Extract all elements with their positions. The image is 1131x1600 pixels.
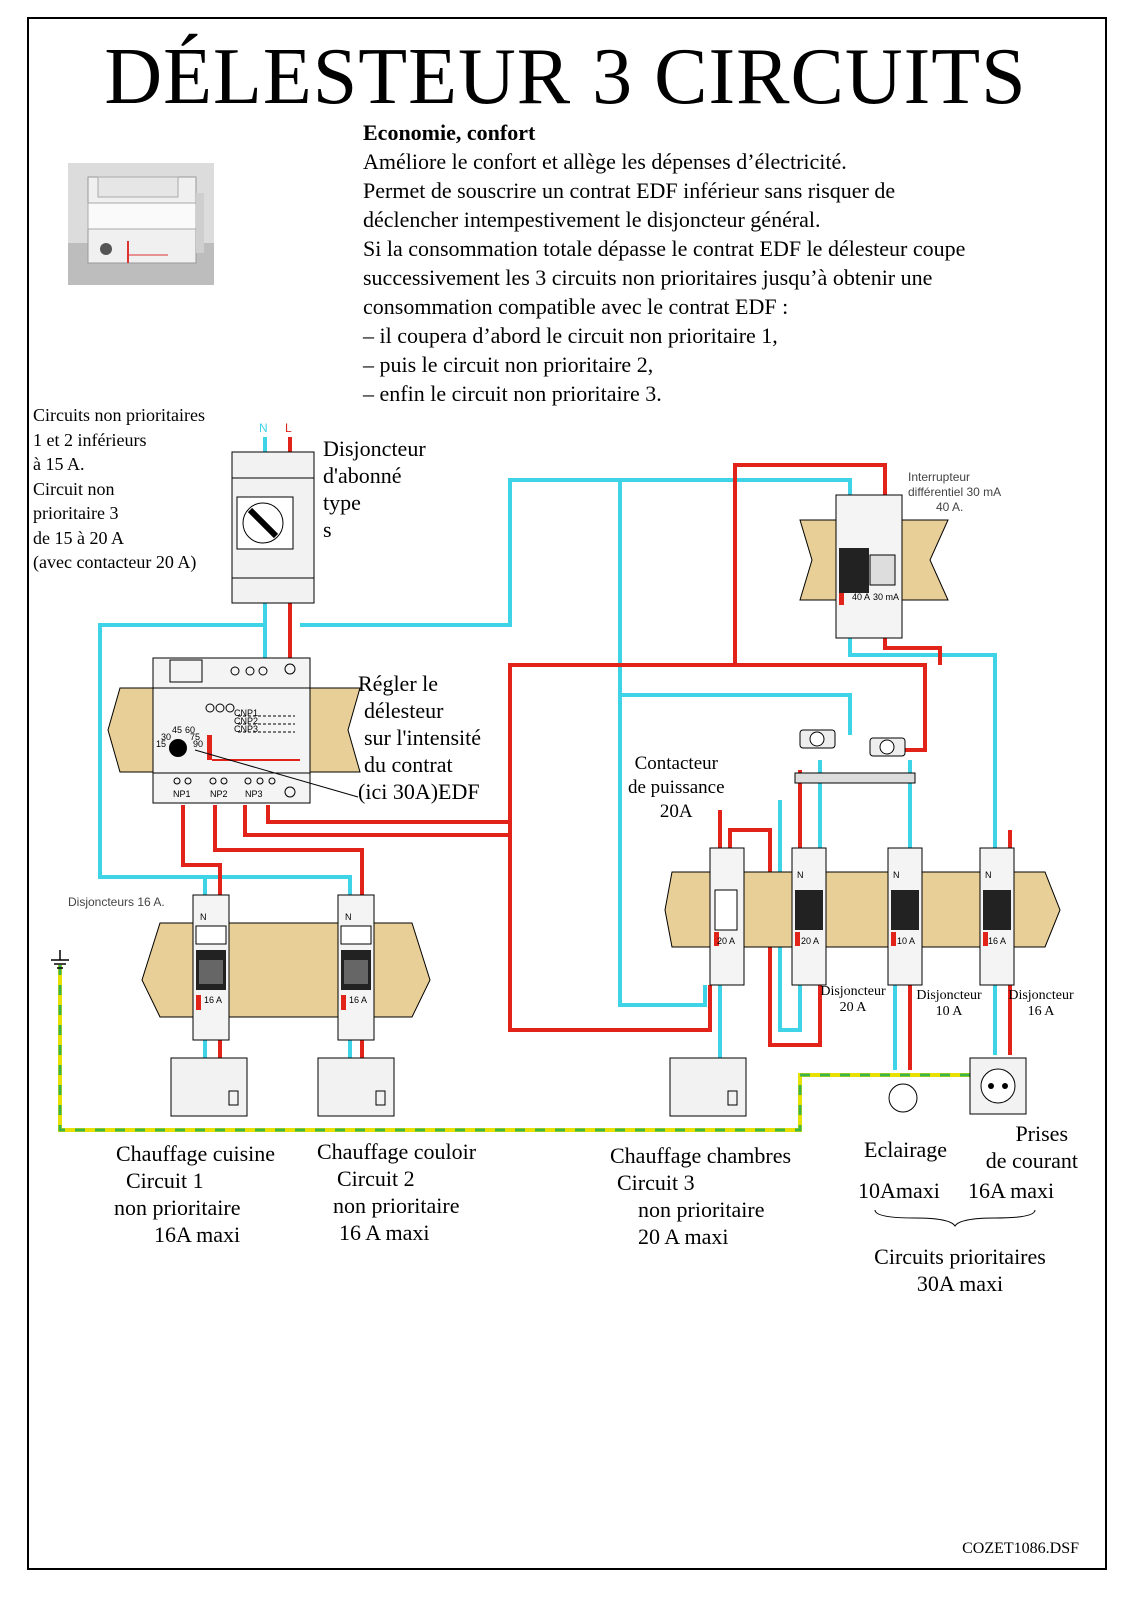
prises-caption: Prises de courant [985,1121,1078,1173]
lamp [888,1083,918,1113]
note-line: 1 et 2 inférieurs [33,429,147,450]
intro-line: déclencher intempestivement le disjoncte… [363,207,821,232]
adjust-label: Régler le délesteur sur l'intensité du c… [358,671,482,804]
note-line: Circuit non [33,478,115,499]
dial-mark: 60 [185,725,195,735]
main-breaker [231,451,315,604]
rating-label: 40 A [852,592,870,602]
breaker-10a-label: Disjoncteur 10 A [916,988,982,1019]
circuit-3-caption: Chauffage chambres Circuit 3 non priorit… [610,1143,792,1249]
contactor-label: Contacteur de puissance 20A [628,753,725,822]
breaker-16a-2 [337,894,375,1041]
dial-mark: 30 [161,732,171,742]
cnp3-label: CNP3 [234,724,258,734]
brace [874,1209,1036,1227]
note-line: prioritaire 3 [33,503,119,523]
intro-heading: Economie, confort [363,120,536,145]
breaker-16a-label: Disjoncteur 16 A [1008,988,1074,1019]
heater-cuisine [170,1057,248,1117]
note-left: Circuits non prioritaires 1 et 2 inférie… [33,403,205,575]
rating-label: 20 A [801,936,819,946]
note-line: Circuits non prioritaires [33,405,205,425]
breaker-16a-3 [979,847,1015,986]
socket [969,1057,1027,1115]
note-line: (avec contacteur 20 A) [33,552,197,572]
heater-chambres [669,1057,747,1117]
load-shedder [152,657,359,804]
breaker-10a [887,847,923,986]
rating-label: 10 A [897,936,915,946]
rating-label: 20 A [717,936,735,946]
main-breaker-label: Disjoncteur d'abonné type s [323,436,426,542]
breaker-20a [791,847,827,986]
n-mark: N [797,870,804,880]
prises-rating: 16A maxi [968,1178,1055,1203]
intro-text: Economie, confort Améliore le confort et… [363,118,965,408]
earth-symbol [51,950,69,969]
cnp2-label: CNP2 [234,716,258,726]
circuit-1-caption: Chauffage cuisine Circuit 1 non priorita… [114,1141,276,1247]
rating-label: 16 A [988,936,1006,946]
intro-line: successivement les 3 circuits non priori… [363,265,933,290]
neutral-label: N [259,421,268,435]
breakers-16a-label: Disjoncteurs 16 A. [68,895,165,909]
n-mark: N [893,870,900,880]
rcd-40a [835,494,903,639]
heater-couloir [317,1057,395,1117]
dial-mark: 75 [190,732,200,742]
note-line: de 15 à 20 A [33,527,124,548]
earth-wire-dash [58,965,1000,1132]
intro-line: Améliore le confort et allège les dépens… [363,149,847,174]
cnp1-label: CNP1 [234,708,258,718]
np1-label: NP1 [173,789,191,799]
intro-line: Si la consommation totale dépasse le con… [363,236,966,261]
priority-caption: Circuits prioritaires 30A maxi [874,1244,1046,1296]
np2-label: NP2 [210,789,228,799]
circuit-2-caption: Chauffage couloir Circuit 2 non priorita… [317,1139,477,1245]
intro-line: – puis le circuit non prioritaire 2, [363,352,654,377]
note-line: à 15 A. [33,454,85,474]
reference-code: COZET1086.DSF [962,1540,1079,1557]
breaker-20a-label: Disjoncteur 20 A [820,984,886,1015]
page-title: DÉLESTEUR 3 CIRCUITS [104,33,1027,121]
page-frame [27,17,1107,1570]
rcd-label: Interrupteur différentiel 30 mA 40 A. [908,470,1002,514]
np3-label: NP3 [245,789,263,799]
dial-mark: 15 [156,739,166,749]
product-photo [68,163,214,285]
intro-line: – il coupera d’abord le circuit non prio… [363,323,778,348]
intro-line: Permet de souscrire un contrat EDF infér… [363,178,896,203]
dial-mark: 90 [193,739,203,749]
phase-label: L [285,421,292,435]
intro-line: consommation compatible avec le contrat … [363,294,789,319]
contactor-20a [709,847,745,986]
rating-label: 16 A [204,995,222,1005]
n-mark: N [985,870,992,880]
phase-wires [181,437,1012,1070]
intro-line: – enfin le circuit non prioritaire 3. [363,381,662,406]
n-mark: N [200,912,207,922]
connectors [794,729,916,784]
n-mark: N [345,912,352,922]
dial-mark: 45 [172,725,182,735]
breaker-16a-1 [192,894,230,1041]
eclairage-caption: Eclairage [864,1137,948,1162]
rating-label: 16 A [349,995,367,1005]
eclairage-rating: 10Amaxi [858,1178,940,1203]
rating-label: 30 mA [873,592,899,602]
